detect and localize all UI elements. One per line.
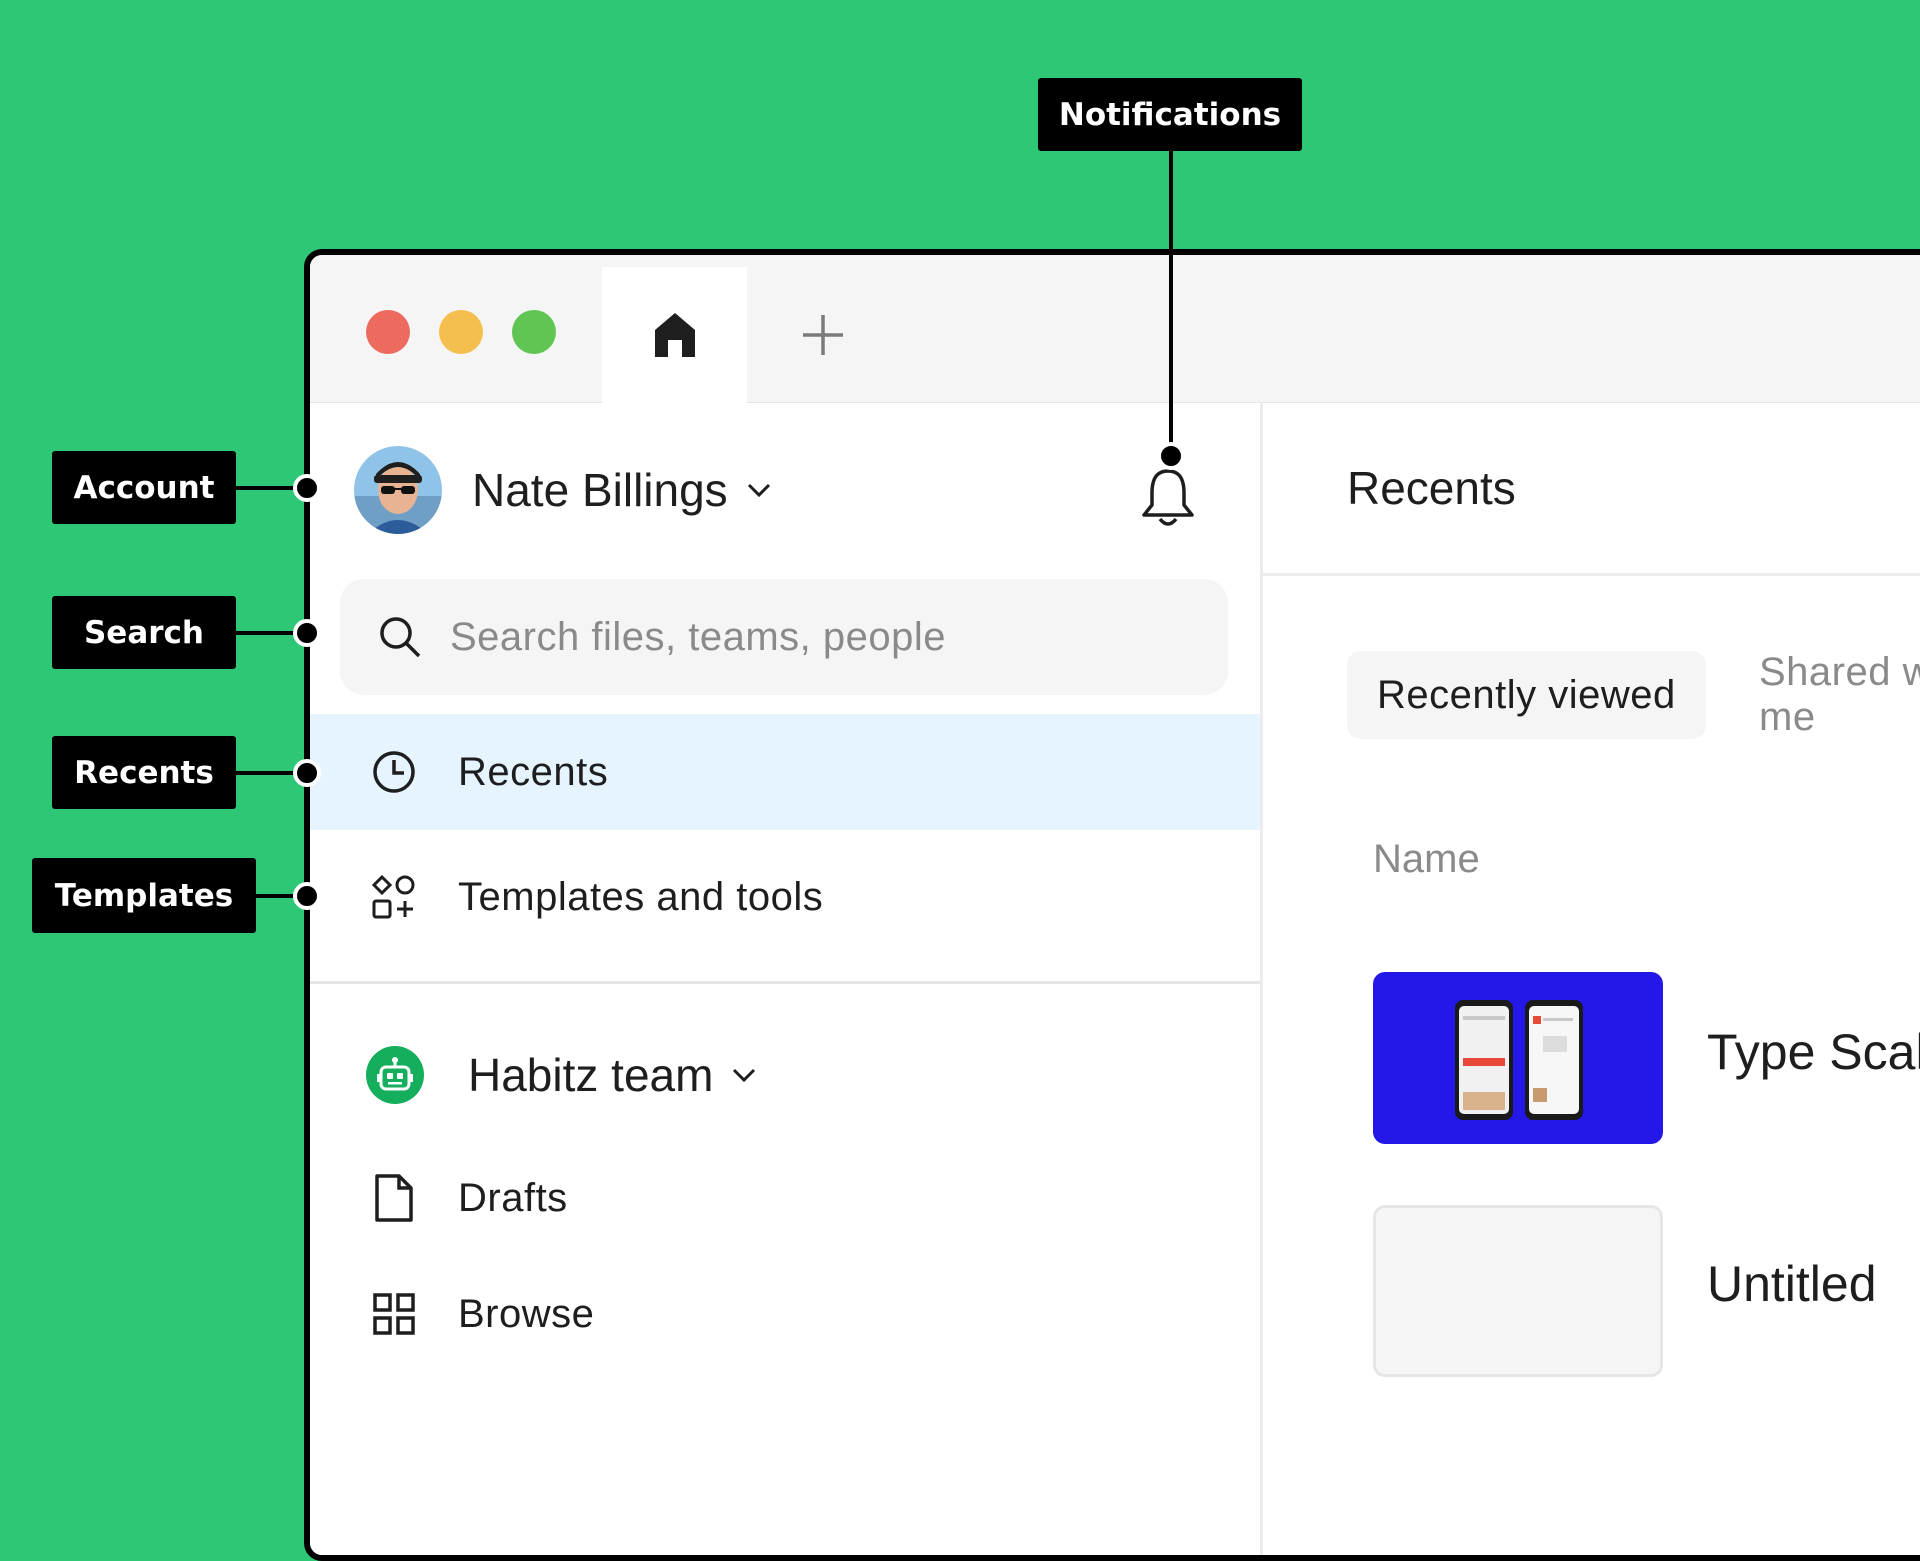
home-icon (654, 313, 695, 357)
robot-icon (366, 1046, 424, 1104)
sidebar: Nate Billings (310, 403, 1263, 1555)
callout-dot-search (293, 619, 321, 647)
tab-home[interactable] (602, 267, 747, 403)
file-thumbnail[interactable] (1373, 972, 1663, 1144)
grid-icon (373, 1293, 415, 1335)
tab-recently-viewed[interactable]: Recently viewed (1347, 651, 1706, 739)
column-header-name: Name (1373, 837, 1480, 881)
sidebar-item-label: Templates and tools (458, 874, 824, 919)
callout-line-recents (236, 771, 306, 775)
chevron-down-icon (733, 1068, 756, 1083)
notifications-button[interactable] (1140, 465, 1196, 534)
account-switcher[interactable]: Nate Billings (354, 445, 772, 535)
team-switcher[interactable]: Habitz team (366, 1035, 757, 1115)
sidebar-item-label: Drafts (458, 1175, 568, 1220)
tab-shared-with-me[interactable]: Shared with me (1759, 650, 1920, 739)
sidebar-item-browse[interactable]: Browse (310, 1256, 1260, 1372)
callout-recents: Recents (52, 736, 236, 809)
clock-icon (373, 751, 415, 793)
file-name[interactable]: Untitled (1707, 1256, 1877, 1312)
callout-dot-recents (293, 759, 321, 787)
chevron-down-icon (747, 483, 770, 498)
app-window: Nate Billings (304, 249, 1920, 1561)
sidebar-item-recents[interactable]: Recents (310, 714, 1260, 830)
sidebar-item-drafts[interactable]: Drafts (310, 1140, 1260, 1256)
callout-search: Search (52, 596, 236, 669)
close-window-button[interactable] (366, 310, 410, 354)
sidebar-item-label: Browse (458, 1291, 595, 1336)
callout-line-templates (256, 894, 306, 898)
callout-account: Account (52, 451, 236, 524)
callout-dot-notifications (1157, 442, 1185, 470)
file-name[interactable]: Type Scale (1707, 1024, 1920, 1080)
callout-line-account (236, 486, 306, 490)
title-bar (310, 255, 1920, 403)
plus-icon (802, 315, 843, 355)
team-name: Habitz team (468, 1049, 714, 1101)
callout-templates: Templates (32, 858, 256, 933)
templates-icon (371, 874, 415, 919)
callout-line-notifications (1169, 150, 1173, 455)
search-icon (380, 617, 421, 658)
search-input[interactable] (448, 613, 1152, 661)
sidebar-item-label: Recents (458, 749, 609, 794)
maximize-window-button[interactable] (512, 310, 556, 354)
main-content: Recents Recently viewed Shared with me N… (1263, 403, 1920, 1555)
callout-line-search (236, 631, 306, 635)
page-title: Recents (1347, 462, 1516, 514)
new-tab-button[interactable] (750, 267, 895, 403)
minimize-window-button[interactable] (439, 310, 483, 354)
file-icon (375, 1174, 413, 1222)
callout-dot-templates (293, 882, 321, 910)
main-header: Recents (1263, 403, 1920, 576)
search-bar[interactable] (340, 579, 1228, 695)
file-thumbnail[interactable] (1373, 1205, 1663, 1377)
account-name: Nate Billings (472, 464, 728, 516)
bell-icon (1142, 469, 1194, 526)
sidebar-divider (310, 981, 1260, 984)
callout-dot-account (293, 474, 321, 502)
callout-notifications: Notifications (1038, 78, 1302, 151)
sidebar-item-templates[interactable]: Templates and tools (310, 839, 1260, 955)
avatar (354, 446, 442, 534)
